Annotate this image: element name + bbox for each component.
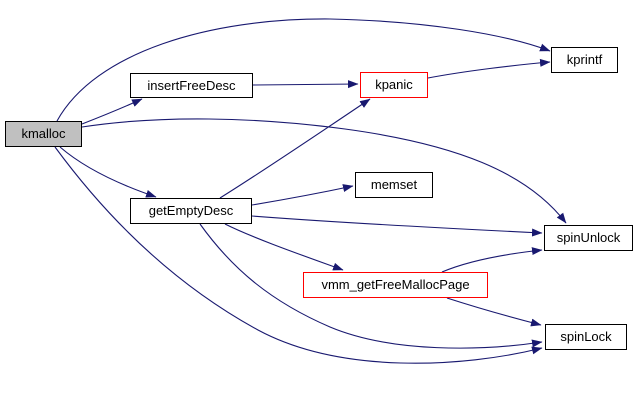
edge-kmalloc-to-kprintf: [56, 18, 551, 122]
edge-vmm_getFreeMallocPage-to-spinLock: [446, 297, 542, 327]
node-kmalloc: kmalloc: [5, 121, 82, 147]
edge-kmalloc-to-spinUnlock: [81, 118, 567, 224]
node-vmm_getFreeMallocPage[interactable]: vmm_getFreeMallocPage: [303, 272, 488, 298]
edge-getEmptyDesc-to-vmm_getFreeMallocPage: [224, 223, 344, 271]
edge-kmalloc-to-getEmptyDesc: [59, 146, 157, 198]
edge-vmm_getFreeMallocPage-to-spinUnlock: [441, 247, 543, 273]
node-kprintf[interactable]: kprintf: [551, 47, 618, 73]
node-kpanic[interactable]: kpanic: [360, 72, 428, 98]
node-getEmptyDesc[interactable]: getEmptyDesc: [130, 198, 252, 224]
edge-kmalloc-to-insertFreeDesc: [81, 98, 143, 125]
edge-getEmptyDesc-to-spinUnlock: [251, 215, 543, 237]
node-spinUnlock[interactable]: spinUnlock: [544, 225, 633, 251]
edge-kmalloc-to-spinLock: [54, 146, 543, 364]
edges-group: [54, 18, 567, 364]
edge-getEmptyDesc-to-spinLock: [199, 223, 543, 349]
edge-getEmptyDesc-to-kpanic: [219, 98, 371, 199]
edge-insertFreeDesc-to-kpanic: [252, 80, 359, 89]
edge-getEmptyDesc-to-memset: [251, 184, 354, 206]
node-memset[interactable]: memset: [355, 172, 433, 198]
node-insertFreeDesc[interactable]: insertFreeDesc: [130, 73, 253, 98]
node-spinLock[interactable]: spinLock: [545, 324, 627, 350]
edge-kpanic-to-kprintf: [427, 58, 551, 79]
